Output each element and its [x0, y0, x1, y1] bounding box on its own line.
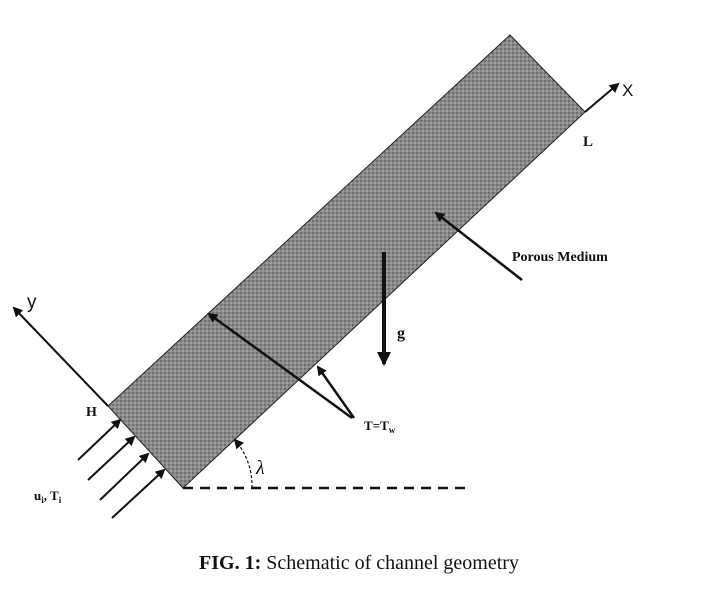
inlet-velocity-subscript: i [41, 495, 44, 505]
figure-number: FIG. 1: [199, 552, 262, 574]
inlet-arrow-1 [77, 418, 122, 461]
height-label: H [86, 405, 97, 420]
inlet-condition-label: ui, Ti [34, 488, 62, 505]
inlet-arrow-4 [111, 468, 166, 519]
inlet-temperature-subscript: i [59, 495, 62, 505]
wall-temp-label: T=Tw [364, 418, 396, 435]
porous-medium-pointer [434, 211, 523, 281]
wall-temp-pointer-lower [316, 365, 356, 419]
porous-medium-label: Porous Medium [512, 250, 608, 265]
inlet-arrow-3 [99, 452, 150, 501]
inlet-separator: , [44, 488, 50, 503]
wall-temp-subscript: w [389, 425, 396, 435]
figure-caption-text: Schematic of channel geometry [266, 552, 519, 574]
x-axis-arrow [584, 82, 620, 113]
inlet-arrow-2 [87, 435, 136, 481]
figure-caption: FIG. 1: Schematic of channel geometry [0, 552, 718, 575]
wall-temp-main: T=T [364, 418, 389, 433]
inlet-velocity: u [34, 488, 41, 503]
wall-temp-pointer-upper [207, 312, 353, 420]
angle-label: λ [255, 457, 265, 479]
x-axis-label: X [622, 81, 633, 100]
length-label: L [583, 134, 593, 150]
gravity-label: g [397, 325, 405, 342]
angle-arc [233, 438, 253, 489]
y-axis-label: y [27, 292, 37, 313]
y-axis-arrow [12, 306, 109, 407]
inlet-temperature: T [50, 488, 59, 503]
